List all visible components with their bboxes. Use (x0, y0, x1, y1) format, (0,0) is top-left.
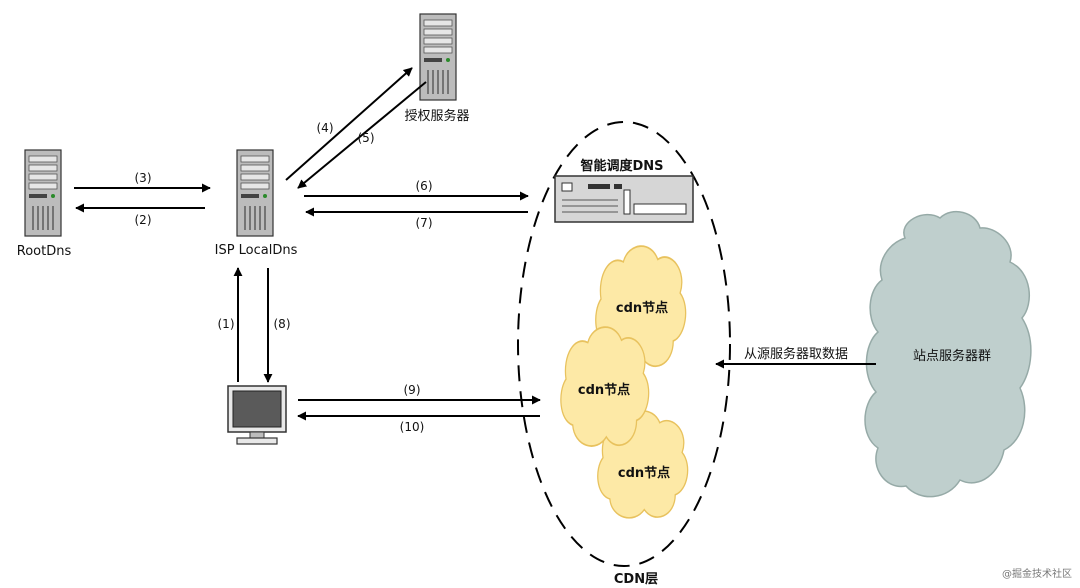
edge-label-3: (3) (135, 171, 152, 185)
smart-dns-server-icon (554, 175, 694, 223)
edge-label-7: (7) (416, 216, 433, 230)
edge-label-1: (1) (218, 317, 235, 331)
root-dns-label: RootDns (17, 244, 72, 259)
edge-label-2: (2) (135, 213, 152, 227)
root-dns-server-icon (24, 149, 62, 237)
auth-server-icon (419, 13, 457, 101)
site-servers-label: 站点服务器群 (913, 348, 991, 364)
cdn-node-label-1: cdn节点 (616, 300, 668, 316)
edge-label-10: (10) (400, 420, 425, 434)
edge-label-5: (5) (358, 131, 375, 145)
arrow-5 (297, 81, 427, 189)
arrow-4 (285, 67, 413, 181)
isp-localdns-label: ISP LocalDns (215, 243, 298, 258)
edge-label-6: (6) (416, 179, 433, 193)
smart-dns-label: 智能调度DNS (580, 158, 663, 174)
watermark: @掘金技术社区 (1002, 567, 1072, 580)
isp-localdns-server-icon (236, 149, 274, 237)
cdn-layer-label: CDN层 (614, 572, 658, 587)
cdn-layer-boundary (517, 121, 731, 567)
cdn-node-label-3: cdn节点 (618, 465, 670, 481)
origin-fetch-label: 从源服务器取数据 (744, 346, 848, 362)
cdn-node-label-2: cdn节点 (578, 382, 630, 398)
edge-label-9: (9) (404, 383, 421, 397)
edge-label-8: (8) (274, 317, 291, 331)
client-computer-icon (227, 385, 287, 445)
auth-server-label: 授权服务器 (404, 108, 469, 124)
site-servers-cloud (864, 210, 1032, 498)
edge-label-4: (4) (317, 121, 334, 135)
